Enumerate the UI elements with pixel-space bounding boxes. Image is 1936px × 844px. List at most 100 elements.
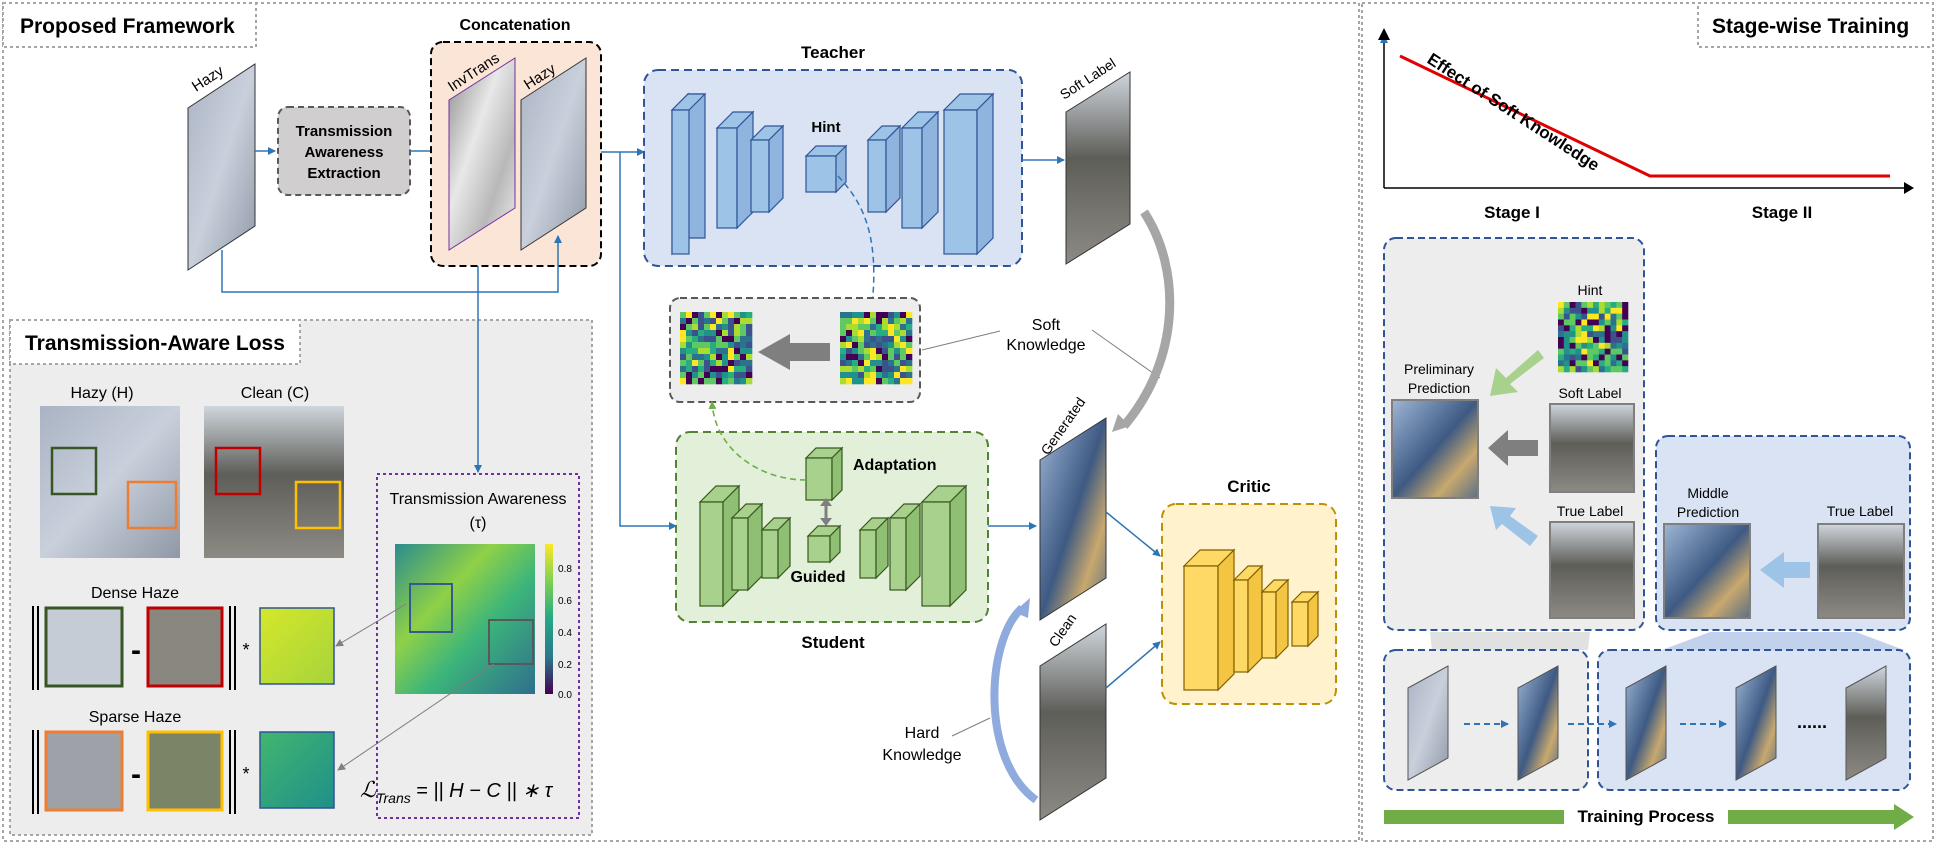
teacher-label: Teacher (801, 43, 865, 62)
middle-label-1: Middle (1687, 485, 1728, 501)
hint-cube (804, 144, 848, 194)
cbar-tick-0.8: 0.8 (558, 564, 572, 575)
hazy-input-image (187, 63, 256, 271)
teacher-encoder (670, 92, 785, 256)
stage-title-box (1697, 2, 1934, 48)
ta-panel (376, 473, 580, 819)
hazy-sparse-roi (126, 480, 178, 530)
concat-label: Concatenation (459, 17, 570, 34)
clean-caption: Clean (C) (241, 385, 309, 402)
cbar-tick-0.0: 0.0 (558, 690, 572, 701)
clean-image (1039, 623, 1107, 821)
stage2-funnel (1662, 632, 1904, 650)
stage1-true-label: True Label (1557, 503, 1623, 519)
stage-frame (1361, 2, 1934, 842)
stage-title: Stage-wise Training (1712, 15, 1909, 38)
arrow-ta-dense (335, 603, 407, 647)
tae-line3: Extraction (307, 165, 380, 182)
arrow-concat-to-student (619, 152, 677, 530)
link-head-down (820, 518, 832, 526)
training-bar-head (1894, 804, 1914, 830)
stage1-soft-label: Soft Label (1558, 385, 1621, 401)
sparse-star: * (242, 764, 249, 784)
formula-lhs: ℒ (360, 777, 377, 802)
tae-line2: Awareness (305, 144, 384, 161)
hint-label: Hint (811, 119, 840, 136)
stage1-hint-label: Hint (1578, 282, 1603, 298)
arrow-hazy-skip (221, 235, 562, 293)
student-decoder (858, 484, 968, 608)
clean-sparse-roi (294, 480, 342, 530)
arrow-hint-to-prelim (1490, 350, 1544, 396)
adaptation-label: Adaptation (853, 457, 937, 474)
ta-sparse-roi (488, 619, 534, 665)
stage1-soft-image (1549, 403, 1635, 493)
hazy-dense-roi (50, 446, 98, 496)
arrow-clean-to-critic (1105, 641, 1161, 689)
cbar-tick-0.4: 0.4 (558, 628, 572, 639)
ta-title-2: (τ) (470, 515, 487, 532)
arrow-hard-head (1014, 598, 1030, 618)
framework-frame (2, 2, 1360, 842)
arrow-soft-to-prelim (1488, 430, 1538, 466)
framework-title: Proposed Framework (20, 15, 235, 38)
stage1-true-image (1549, 521, 1635, 619)
dense-ta-patch (259, 607, 335, 685)
training-bar-left (1384, 810, 1564, 824)
arrow-feature-transfer (758, 334, 830, 370)
stage2-label: Stage II (1752, 203, 1812, 222)
student-label: Student (801, 633, 865, 652)
invtrans-image (448, 57, 516, 251)
arrow-ta-sparse (337, 663, 495, 771)
arrow-true-to-prelim (1490, 506, 1538, 546)
x-axis-head (1904, 182, 1914, 194)
middle-image (1663, 523, 1751, 619)
generated-image (1039, 417, 1107, 621)
formula-rhs: = || H − C || ∗ τ (416, 780, 554, 802)
dense-minus: - (131, 634, 141, 667)
sparse-hazy-patch (44, 730, 124, 812)
student-encoder (698, 484, 792, 608)
dense-hazy-patch (44, 606, 124, 688)
loss-title: Transmission-Aware Loss (25, 332, 285, 355)
teacher-feature-map (840, 312, 913, 385)
cbar-tick-0.6: 0.6 (558, 596, 572, 607)
arrow-hint-to-feature (837, 175, 877, 307)
student-feature-map (680, 312, 753, 385)
ta-dense-roi (409, 583, 453, 633)
process-frames (1407, 665, 1887, 781)
cbar-tick-0.2: 0.2 (558, 660, 572, 671)
sparse-minus: - (131, 758, 141, 791)
soft-knowledge-curve (1399, 54, 1890, 178)
arrow-softlabel-to-generated (1120, 209, 1175, 429)
hazy-caption: Hazy (H) (70, 385, 133, 402)
hard-knowledge-label-1: Hard (905, 725, 940, 742)
adaptation-cube (804, 446, 844, 502)
prelim-image (1391, 399, 1479, 499)
ta-title-1: Transmission Awareness (390, 491, 567, 508)
dense-star: * (242, 640, 249, 660)
soft-knowledge-label-2: Knowledge (1006, 337, 1085, 354)
arrow-clean-to-generated (990, 605, 1039, 804)
guided-label: Guided (790, 569, 845, 586)
soft-knowledge-leader-1 (921, 330, 1001, 351)
hazy-concat-image (520, 57, 587, 251)
tae-line1: Transmission (296, 123, 393, 140)
soft-knowledge-label-1: Soft (1032, 317, 1061, 334)
sparse-ta-patch (259, 731, 335, 809)
stage1-label: Stage I (1484, 203, 1540, 222)
loss-title-box (9, 319, 301, 365)
critic-network (1182, 548, 1320, 692)
sparse-clean-patch (146, 730, 224, 812)
curve-label: Effect of Soft Knowledge (1424, 49, 1603, 175)
prelim-label-1: Preliminary (1404, 361, 1474, 377)
teacher-decoder (866, 92, 995, 256)
y-axis-head (1378, 28, 1390, 40)
process-dots: ...... (1797, 712, 1827, 732)
training-process-label: Training Process (1578, 807, 1715, 826)
hard-knowledge-label-2: Knowledge (882, 747, 961, 764)
stage2-true-image (1817, 523, 1905, 619)
soft-knowledge-leader-2 (1091, 329, 1161, 379)
prelim-label-2: Prediction (1408, 380, 1470, 396)
